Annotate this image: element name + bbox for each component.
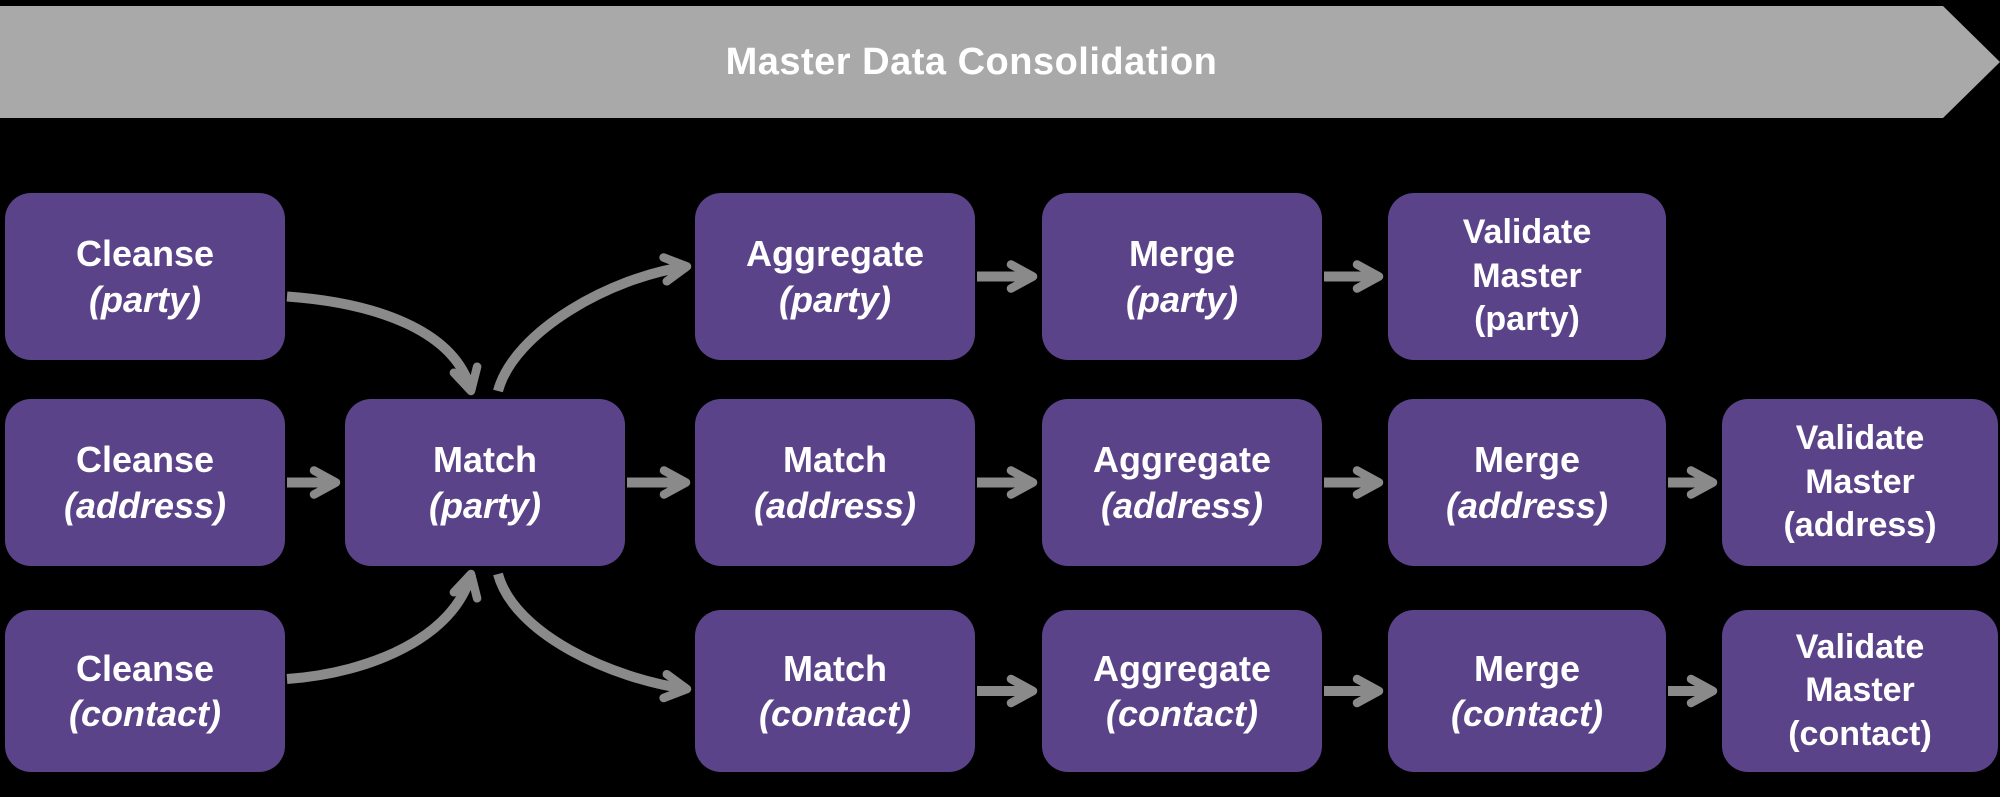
node-label-line: Validate <box>1462 213 1592 252</box>
node-aggregate-contact: Aggregate(contact) <box>1042 610 1322 772</box>
edge-cleanse-party-to-match-party <box>286 291 482 396</box>
node-label-line: Merge <box>1473 647 1581 689</box>
node-merge-contact: Merge(contact) <box>1388 610 1666 772</box>
node-label-line: Aggregate <box>745 233 925 275</box>
node-label-line: Cleanse <box>75 233 215 275</box>
node-label-line: (party) <box>428 484 541 526</box>
node-aggregate-address: Aggregate(address) <box>1042 399 1322 566</box>
node-label-line: Cleanse <box>75 439 215 481</box>
node-cleanse-contact: Cleanse(contact) <box>5 610 285 772</box>
node-label-line: (contact) <box>759 693 911 734</box>
node-label-line: Master <box>1805 462 1915 501</box>
node-label-line: (address) <box>1100 484 1264 526</box>
node-label-line: Merge <box>1473 439 1581 481</box>
edge-match-party-to-aggregate-party <box>493 253 692 393</box>
node-label-line: Aggregate <box>1092 439 1272 481</box>
node-label-line: Match <box>782 439 887 481</box>
node-cleanse-party: Cleanse(party) <box>5 193 285 360</box>
node-match-address: Match(address) <box>695 399 975 566</box>
node-label-line: Aggregate <box>1092 647 1272 689</box>
node-label-line: (contact) <box>1788 714 1932 753</box>
node-label-line: (party) <box>1125 278 1238 320</box>
node-label-line: (address) <box>63 484 227 526</box>
node-label-line: (address) <box>1445 484 1609 526</box>
node-aggregate-party: Aggregate(party) <box>695 193 975 360</box>
banner-chevron: Master Data Consolidation <box>0 6 2000 118</box>
node-match-party: Match(party) <box>345 399 625 566</box>
edge-match-party-to-match-contact <box>493 572 692 703</box>
node-label-line: (party) <box>1474 300 1580 339</box>
edge-cleanse-contact-to-match-party <box>286 569 482 684</box>
node-label-line: (contact) <box>69 693 221 734</box>
node-label-line: (party) <box>778 278 891 320</box>
node-label-line: (contact) <box>1451 693 1603 734</box>
node-label-line: (party) <box>88 278 201 320</box>
node-label-line: Merge <box>1128 233 1236 275</box>
node-cleanse-address: Cleanse(address) <box>5 399 285 566</box>
node-match-contact: Match(contact) <box>695 610 975 772</box>
node-label-line: Validate <box>1795 419 1925 458</box>
node-merge-address: Merge(address) <box>1388 399 1666 566</box>
node-label-line: Master <box>1805 671 1915 710</box>
node-label-line: (contact) <box>1106 693 1258 734</box>
node-merge-party: Merge(party) <box>1042 193 1322 360</box>
node-label-line: Cleanse <box>75 647 215 689</box>
node-label-line: Match <box>432 439 537 481</box>
node-label-line: Match <box>782 647 887 689</box>
node-label-line: Master <box>1472 256 1582 295</box>
node-label-line: (address) <box>1783 506 1937 545</box>
node-label-line: Validate <box>1795 627 1925 666</box>
node-label-line: (address) <box>753 484 917 526</box>
banner-title: Master Data Consolidation <box>725 41 1218 83</box>
